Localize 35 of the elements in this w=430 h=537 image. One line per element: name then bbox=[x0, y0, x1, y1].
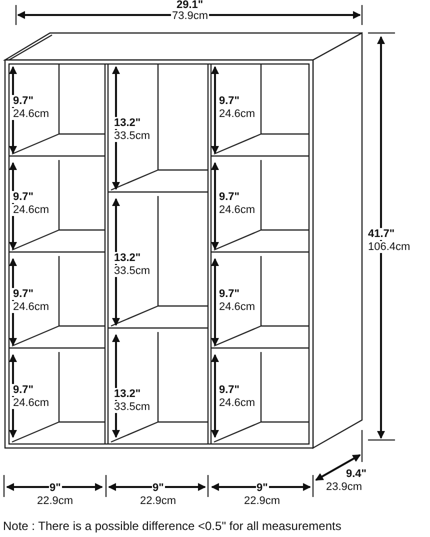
note-text: Note : There is a possible difference <0.5" for all measurements bbox=[2, 520, 342, 532]
dimension-label: 33.5cm bbox=[113, 130, 152, 142]
dimension-label: 13.2" bbox=[113, 388, 142, 400]
dimension-label: 9.7" bbox=[218, 95, 241, 107]
dimension-label: 106.4cm bbox=[367, 241, 412, 253]
dimension-label: 22.9cm bbox=[36, 495, 74, 507]
dimension-label: 29.1" bbox=[176, 0, 204, 11]
dimension-label: 24.6cm bbox=[218, 108, 256, 120]
dimension-label: 24.6cm bbox=[12, 301, 50, 313]
dimension-label: 24.6cm bbox=[12, 108, 50, 120]
dimension-label: 13.2" bbox=[113, 117, 142, 129]
dimension-label: 23.9cm bbox=[325, 481, 364, 493]
dimension-label: 9" bbox=[256, 482, 269, 494]
dimension-label: 24.6cm bbox=[12, 204, 50, 216]
dimension-label: 9" bbox=[152, 482, 165, 494]
dimension-label: 24.6cm bbox=[218, 397, 256, 409]
dimension-label: 9.7" bbox=[218, 288, 241, 300]
dimension-label: 33.5cm bbox=[113, 265, 152, 277]
dimension-label: 9.7" bbox=[12, 95, 35, 107]
dimension-label: 9.7" bbox=[218, 384, 241, 396]
dimension-label: 24.6cm bbox=[218, 301, 256, 313]
dimension-label: 9.7" bbox=[12, 288, 35, 300]
dimension-label: 9.7" bbox=[12, 191, 35, 203]
dimension-label: 24.6cm bbox=[218, 204, 256, 216]
dimension-label: 33.5cm bbox=[113, 401, 152, 413]
dimension-label: 22.9cm bbox=[243, 495, 282, 507]
dimension-label: 41.7" bbox=[367, 228, 396, 240]
dimension-label: 9.7" bbox=[12, 384, 35, 396]
dimension-label: 9.7" bbox=[218, 191, 241, 203]
dimension-label: 9.4" bbox=[345, 468, 368, 480]
dimension-label: 13.2" bbox=[113, 252, 142, 264]
dimension-label: 22.9cm bbox=[139, 495, 178, 507]
dimension-label: 9" bbox=[48, 482, 62, 494]
dimension-label: 73.9cm bbox=[171, 10, 210, 22]
dimension-label: 24.6cm bbox=[12, 397, 50, 409]
